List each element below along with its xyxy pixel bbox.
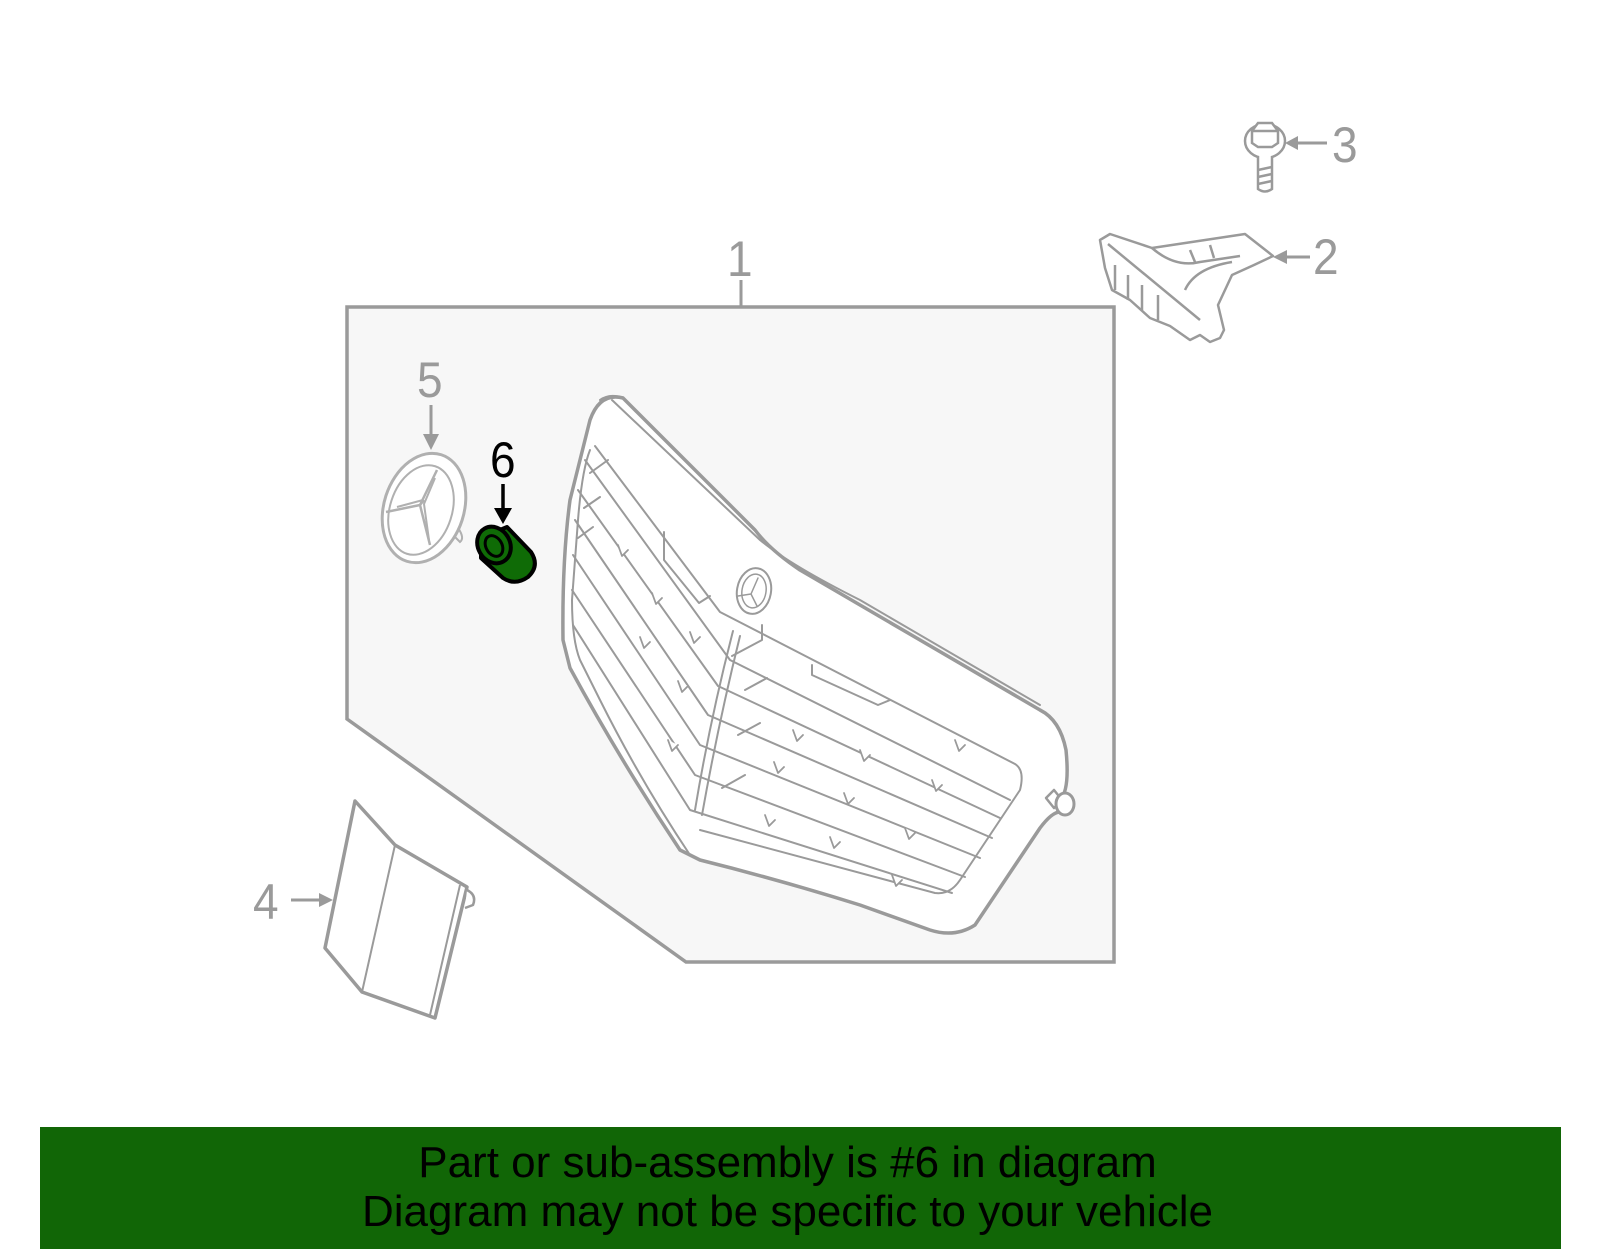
bracket-icon[interactable] (1098, 232, 1275, 344)
info-banner: Part or sub-assembly is #6 in diagram Di… (40, 1127, 1561, 1249)
callout-arrow-2 (1273, 250, 1310, 264)
callout-arrow-5 (423, 405, 439, 450)
callout-number-1: 1 (727, 231, 753, 287)
callout-number-5: 5 (417, 352, 443, 408)
callout-arrow-4 (291, 893, 333, 907)
callout-arrow-3 (1285, 136, 1327, 150)
emblem-icon[interactable] (369, 442, 480, 573)
callout-number-3: 3 (1332, 117, 1358, 173)
bolt-icon[interactable] (1243, 121, 1287, 193)
callout-number-4: 4 (253, 874, 279, 930)
callout-number-6: 6 (490, 432, 516, 488)
bushing-icon[interactable] (471, 521, 537, 584)
banner-part-text: Part or sub-assembly is #6 in diagram (418, 1138, 1157, 1187)
grille-teeth (617, 544, 966, 887)
side-trim-icon[interactable] (323, 799, 476, 1020)
callout-number-2: 2 (1313, 229, 1339, 285)
grille-icon[interactable] (561, 394, 1076, 935)
callout-arrow-6 (494, 484, 512, 524)
banner-disclaimer-text: Diagram may not be specific to your vehi… (361, 1187, 1214, 1236)
